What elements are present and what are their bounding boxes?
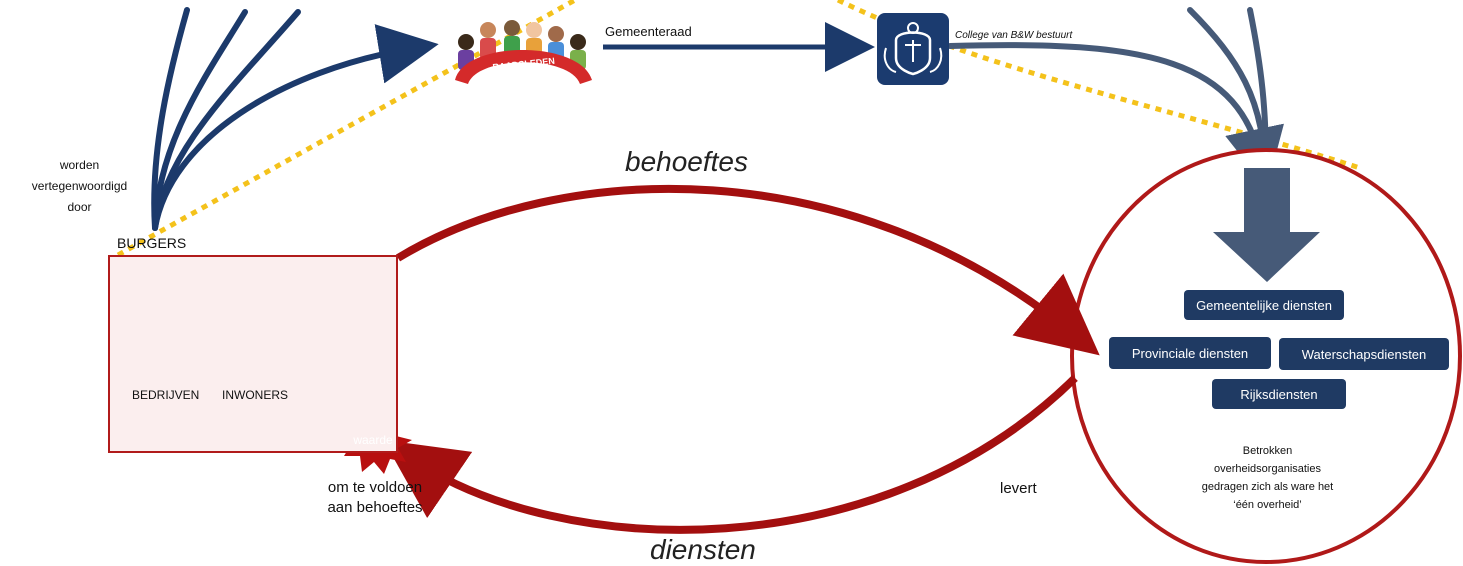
crest-icon bbox=[877, 13, 949, 85]
behoeftes-label: behoeftes bbox=[625, 146, 748, 177]
bedrijven-label: BEDRIJVEN bbox=[132, 388, 200, 402]
burgers-label: BURGERS bbox=[117, 235, 187, 251]
note-line-4: ‘één overheid’ bbox=[1233, 499, 1302, 511]
inwoners-label: INWONERS bbox=[222, 388, 288, 402]
representation-line-1: worden bbox=[59, 158, 100, 172]
note-line-3: gedragen zich als ware het bbox=[1201, 481, 1334, 493]
waterschapsdiensten-box: Waterschapsdiensten bbox=[1279, 338, 1449, 370]
note-line-1: Betrokken bbox=[1242, 445, 1293, 457]
diensten-arrow bbox=[383, 375, 1078, 534]
rijksdiensten-box: Rijksdiensten bbox=[1212, 379, 1346, 409]
een-overheid-note: Betrokken overheidsorganisaties gedragen… bbox=[1170, 442, 1365, 514]
representation-label: worden vertegenwoordigd door bbox=[22, 155, 137, 218]
om-te-voldoen-label: om te voldoen aan behoeftes bbox=[305, 478, 445, 518]
levert-label: levert bbox=[1000, 480, 1037, 497]
big-down-arrow-icon bbox=[1213, 168, 1320, 282]
dotted-lines bbox=[116, 0, 1361, 258]
provinciale-diensten-box: Provinciale diensten bbox=[1109, 337, 1271, 369]
representation-arrows bbox=[151, 7, 439, 231]
note-line-2: overheidsorganisaties bbox=[1213, 463, 1321, 475]
raadsleden-people-icon bbox=[455, 20, 592, 84]
representation-line-3: door bbox=[67, 200, 92, 214]
waarde-label: waarde bbox=[353, 433, 393, 447]
gemeenteraad-label: Gemeenteraad bbox=[605, 24, 692, 39]
gemeentelijke-diensten-box: Gemeentelijke diensten bbox=[1184, 290, 1344, 320]
college-label: College van B&W bestuurt bbox=[955, 30, 1073, 41]
representation-line-2: vertegenwoordigd bbox=[31, 179, 128, 193]
college-arrows bbox=[947, 7, 1284, 189]
om-te-voldoen-line-1: om te voldoen bbox=[327, 479, 423, 496]
burgers-box bbox=[108, 255, 398, 453]
behoeftes-arrow bbox=[395, 184, 1100, 356]
diensten-label: diensten bbox=[650, 534, 756, 565]
om-te-voldoen-line-2: aan behoeftes bbox=[327, 499, 423, 516]
